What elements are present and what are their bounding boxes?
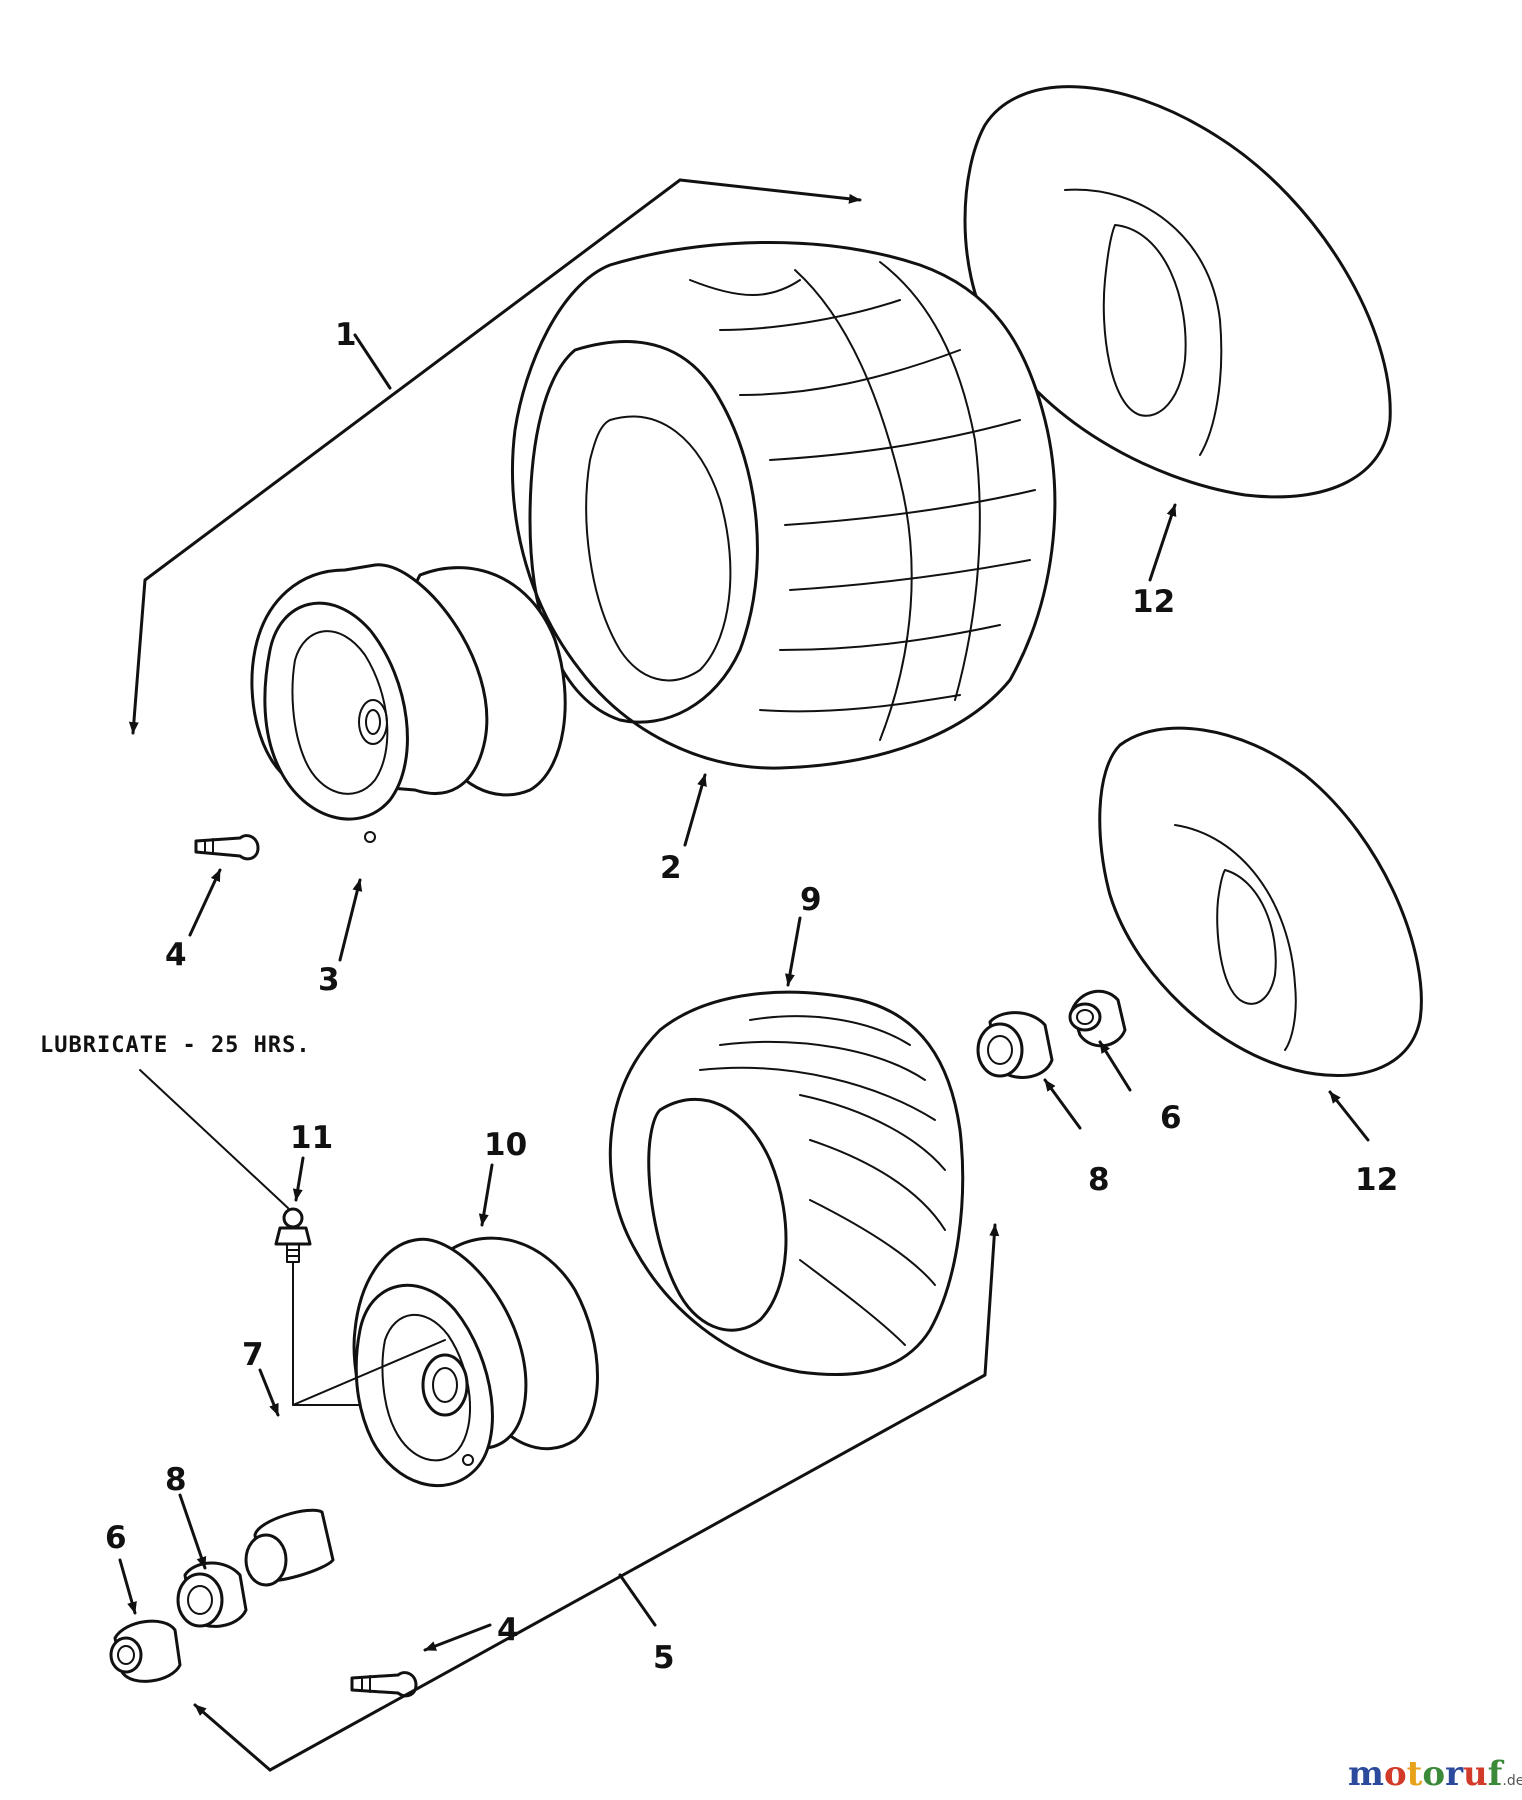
bushing-left: [109, 1619, 182, 1683]
callout-8-right: 8: [1088, 1162, 1110, 1198]
lubrication-note: LUBRICATE - 25 HRS.: [40, 1033, 311, 1058]
rear-rim: [250, 563, 567, 843]
bearing-left: [176, 1561, 248, 1628]
svg-text:motoruf.de: motoruf.de: [1348, 1754, 1522, 1794]
callout-3: 3: [318, 962, 340, 998]
callout-labels: 1 2 3 4 5 6 6 7 8 8 9 10 11 12 12 4: [105, 317, 1398, 1676]
callout-1: 1: [335, 317, 357, 353]
callout-9: 9: [800, 882, 822, 918]
callout-5: 5: [653, 1640, 675, 1676]
callout-4-bottom: 4: [497, 1612, 519, 1648]
bushing-right: [1068, 989, 1127, 1048]
spacer-tube: [244, 1508, 335, 1587]
callout-12-top: 12: [1132, 584, 1175, 620]
callout-8-left: 8: [165, 1462, 187, 1498]
tire-liner-bottom: [1098, 726, 1423, 1077]
assembly-bracket-front: [193, 1223, 1000, 1772]
watermark-logo: motoruf.de: [1348, 1754, 1522, 1794]
front-rim: [352, 1236, 599, 1487]
callout-10: 10: [484, 1127, 527, 1163]
callout-6-right: 6: [1160, 1100, 1182, 1136]
grease-fitting: [274, 1207, 446, 1406]
callout-4-top: 4: [165, 937, 187, 973]
valve-stem-bottom: [350, 1671, 418, 1698]
front-tire: [608, 990, 965, 1377]
assembly-bracket-rear: [128, 178, 862, 735]
callout-2: 2: [660, 850, 682, 886]
callout-12-bottom: 12: [1355, 1162, 1398, 1198]
leader-lines: [118, 503, 1370, 1652]
rear-tire: [511, 241, 1057, 770]
valve-stem-top: [194, 834, 260, 861]
callout-11: 11: [290, 1120, 333, 1156]
callout-7: 7: [242, 1337, 264, 1373]
bearing-right: [976, 1011, 1054, 1079]
callout-6-left: 6: [105, 1520, 127, 1556]
